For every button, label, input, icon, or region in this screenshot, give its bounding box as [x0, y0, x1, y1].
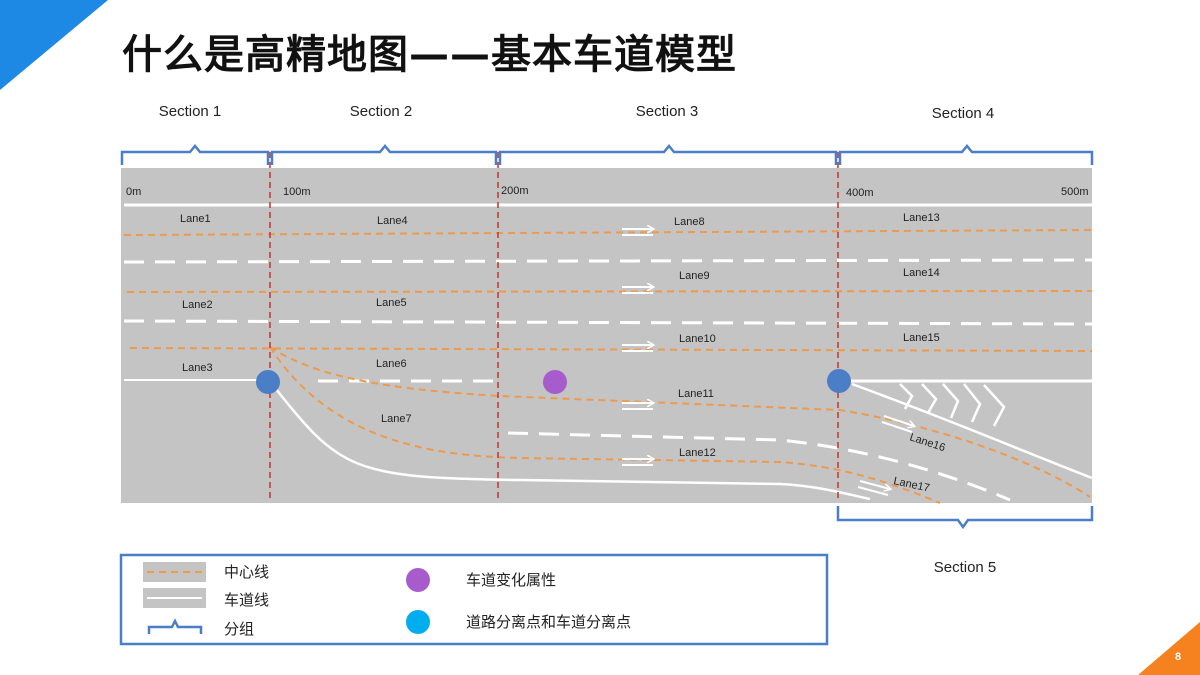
section-label-4: Section 4: [932, 105, 995, 122]
split-point-2: [827, 369, 851, 393]
lane-label-2: Lane2: [182, 299, 213, 311]
corner-triangle-bottom-right: [1138, 622, 1200, 675]
lane-label-15: Lane15: [903, 332, 940, 344]
distance-label-100m: 100m: [283, 186, 311, 198]
lane-label-3: Lane3: [182, 362, 213, 374]
distance-label-500m: 500m: [1061, 186, 1089, 198]
lane-label-13: Lane13: [903, 212, 940, 224]
distance-label-200m: 200m: [501, 185, 529, 197]
legend-lane-change-dot: [406, 568, 430, 592]
legend-laneline-label: 车道线: [224, 592, 269, 609]
lane-label-4: Lane4: [377, 215, 408, 227]
distance-label-400m: 400m: [846, 187, 874, 199]
lane-change-point: [543, 370, 567, 394]
legend-centerline-label: 中心线: [224, 564, 269, 581]
legend-lane-change-label: 车道变化属性: [466, 572, 556, 589]
legend-split-point-label: 道路分离点和车道分离点: [466, 614, 631, 631]
legend-group-bracket: [147, 618, 203, 634]
page-title: 什么是高精地图——基本车道模型: [122, 32, 737, 78]
corner-triangle-top-left: [0, 0, 108, 90]
direction-arrows: [622, 229, 914, 496]
centerlines: [123, 229, 1093, 504]
lane-line-dashed-4: [507, 431, 1011, 502]
section-dividers: [269, 152, 839, 502]
section-label-1: Section 1: [159, 103, 222, 120]
legend-split-point-dot: [406, 610, 430, 634]
road-surface-section5: [838, 168, 1092, 503]
lane-label-8: Lane8: [674, 216, 705, 228]
lane-label-5: Lane5: [376, 297, 407, 309]
section-label-2: Section 2: [350, 103, 413, 120]
lane-label-12: Lane12: [679, 447, 716, 459]
lane-label-6: Lane6: [376, 358, 407, 370]
ramp-inner-edge: [851, 382, 1093, 480]
legend-group-label: 分组: [224, 621, 254, 638]
lane-label-1: Lane1: [180, 213, 211, 225]
lane-line-dashed-1: [123, 258, 1093, 264]
lane-line-dashed-2: [123, 319, 1093, 326]
gore-chevrons: [899, 383, 1006, 427]
section-brackets: [120, 144, 1094, 530]
section-label-5: Section 5: [934, 559, 997, 576]
distance-label-0m: 0m: [126, 186, 141, 198]
ramp-outer-edge: [271, 383, 871, 501]
lane-label-11: Lane11: [678, 388, 714, 400]
page-number: 8: [1175, 651, 1182, 663]
lane-label-7: Lane7: [381, 413, 412, 425]
lane-label-10: Lane10: [679, 333, 716, 345]
split-point-1: [256, 370, 280, 394]
lane-label-9: Lane9: [679, 270, 710, 282]
legend-box: [119, 553, 829, 646]
section-label-3: Section 3: [636, 103, 699, 120]
lane-label-14: Lane14: [903, 267, 940, 279]
